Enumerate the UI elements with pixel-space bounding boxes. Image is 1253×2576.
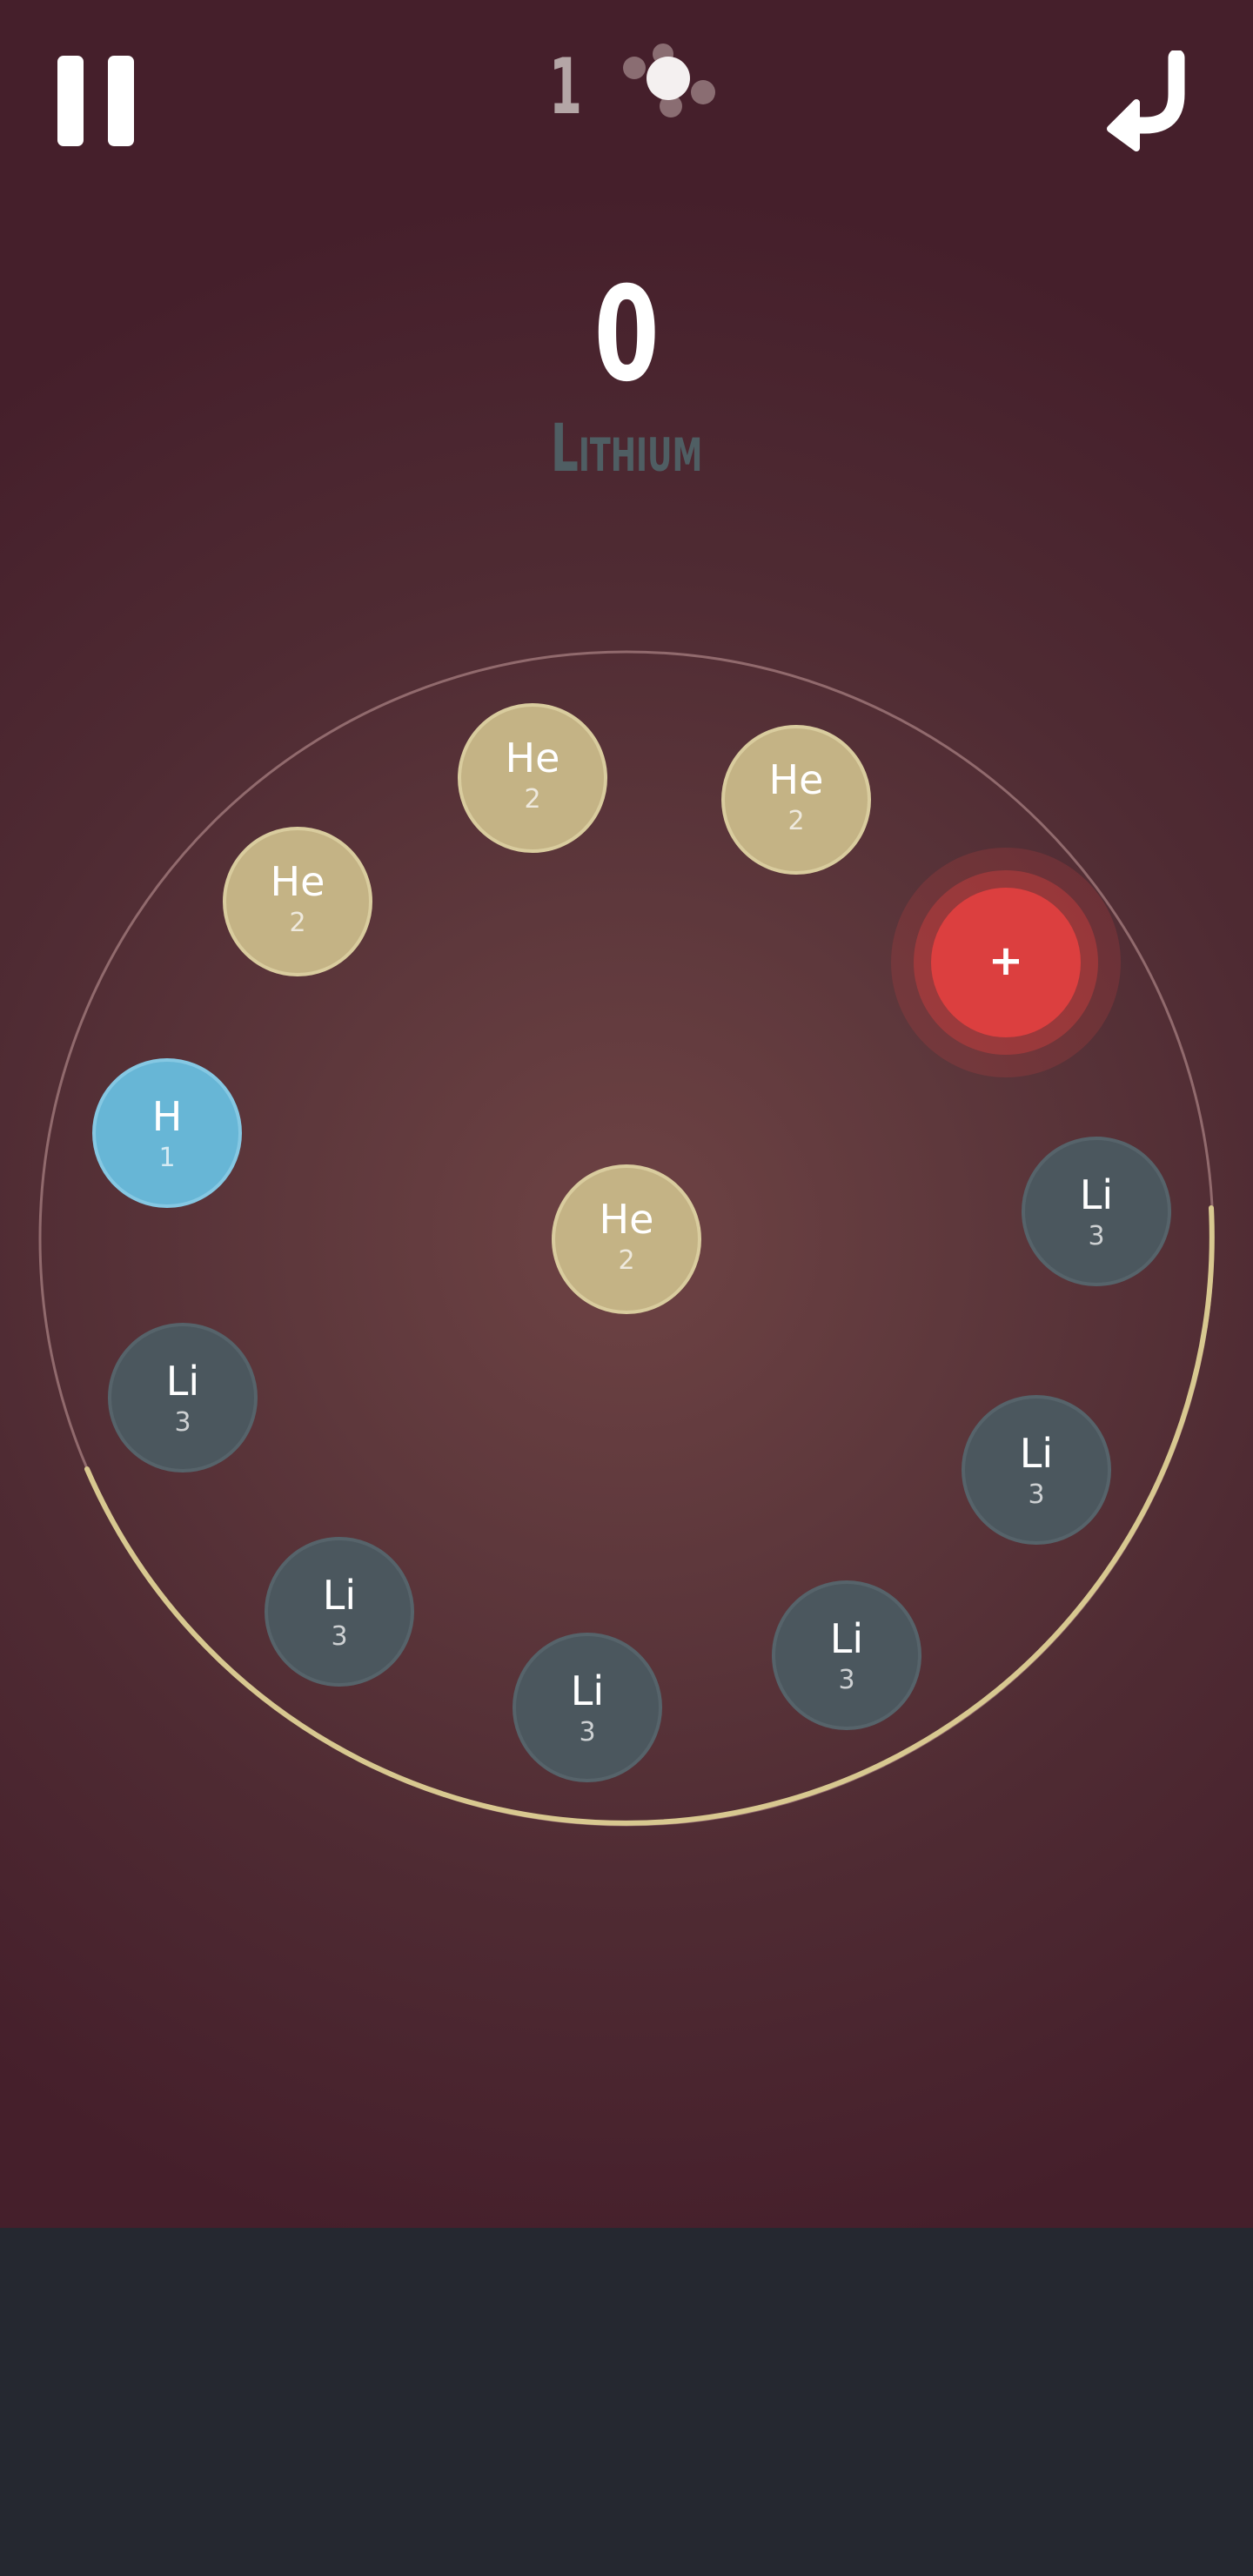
ring-atom-he[interactable]: He 2 bbox=[458, 703, 607, 853]
atom-symbol: He bbox=[270, 858, 325, 905]
center-atom[interactable]: He 2 bbox=[552, 1164, 701, 1314]
atom-symbol: Li bbox=[322, 1572, 357, 1619]
atom-symbol: Li bbox=[1019, 1430, 1054, 1477]
target-element-label: Lithium bbox=[550, 409, 703, 486]
moves-counter: 1 bbox=[549, 42, 582, 131]
score: 0 bbox=[452, 261, 801, 409]
plus-atom[interactable]: + bbox=[931, 888, 1081, 1037]
atom-number: 2 bbox=[787, 806, 805, 836]
atom-number: 3 bbox=[331, 1621, 348, 1652]
undo-button[interactable] bbox=[1098, 50, 1203, 155]
ring-atom-li[interactable]: Li 3 bbox=[108, 1323, 258, 1472]
undo-arrow-icon bbox=[1122, 50, 1185, 134]
atom-symbol: Li bbox=[1079, 1171, 1114, 1218]
ring-atom-li[interactable]: Li 3 bbox=[513, 1633, 662, 1782]
atom-symbol: Li bbox=[829, 1615, 864, 1662]
atom-symbol: He bbox=[768, 756, 824, 803]
ring-atom-li[interactable]: Li 3 bbox=[1022, 1137, 1171, 1286]
atom-ring bbox=[38, 650, 1215, 1827]
atom-symbol: Li bbox=[570, 1667, 605, 1714]
pause-icon-left-bar bbox=[57, 56, 84, 146]
atom-number: 3 bbox=[1088, 1221, 1105, 1251]
target-element-name: Lithium bbox=[365, 409, 888, 487]
atom-number: 2 bbox=[289, 908, 306, 938]
atom-symbol: Li bbox=[165, 1358, 200, 1405]
ring-atom-he[interactable]: He 2 bbox=[721, 725, 871, 875]
pause-button[interactable] bbox=[54, 54, 137, 150]
atom-icon bbox=[623, 44, 715, 117]
center-atom-symbol: He bbox=[599, 1196, 654, 1243]
score-value: 0 bbox=[593, 259, 660, 411]
atom-symbol: H bbox=[151, 1093, 183, 1140]
atom-number: 3 bbox=[838, 1665, 855, 1695]
center-atom-number: 2 bbox=[618, 1245, 635, 1276]
atom-number: 3 bbox=[174, 1407, 191, 1438]
atom-number: 3 bbox=[1028, 1479, 1045, 1510]
atom-number: 2 bbox=[524, 784, 541, 815]
atom-number: 1 bbox=[158, 1143, 176, 1173]
ring-progress-arc bbox=[84, 1205, 1215, 1826]
ring-atom-he[interactable]: He 2 bbox=[223, 827, 372, 976]
ring-atom-li[interactable]: Li 3 bbox=[772, 1580, 921, 1730]
ring-atom-li[interactable]: Li 3 bbox=[962, 1395, 1111, 1545]
pause-icon-right-bar bbox=[108, 56, 134, 146]
game-board: 1 0 Lithium He 2 He 2 He 2 H 1 Li 3 Li 3 bbox=[0, 0, 1253, 2228]
atom-number: 3 bbox=[579, 1717, 596, 1748]
bottom-bar bbox=[0, 2228, 1253, 2576]
atom-symbol: He bbox=[505, 735, 560, 782]
ring-atom-li[interactable]: Li 3 bbox=[265, 1537, 414, 1687]
plus-icon: + bbox=[988, 936, 1024, 985]
ring-atom-h[interactable]: H 1 bbox=[92, 1058, 242, 1208]
